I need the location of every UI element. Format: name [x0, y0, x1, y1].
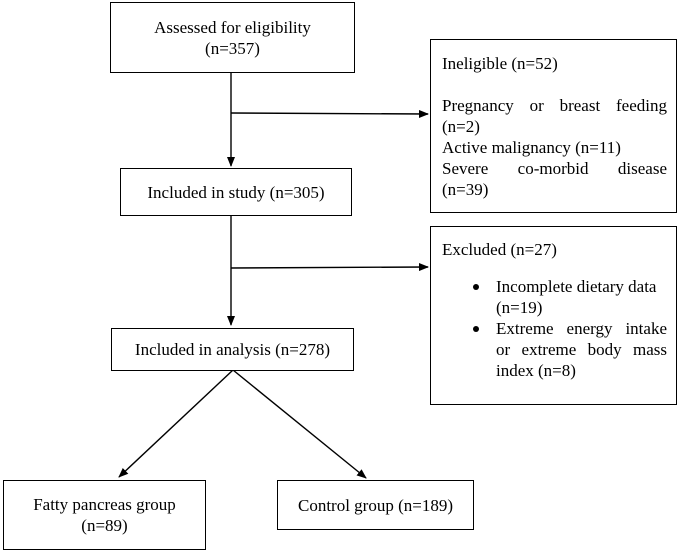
ineligible-line: Pregnancy or breast feeding: [442, 96, 667, 115]
control-box: Control group (n=189): [277, 480, 474, 530]
included-study-box: Included in study (n=305): [120, 168, 352, 216]
assessed-count: (n=357): [205, 38, 260, 58]
arrow-analysis-to-control: [232, 369, 367, 479]
ineligible-box: Ineligible (n=52) Pregnancy or breast fe…: [430, 39, 677, 213]
excluded-item: Extreme energy intake or extreme body ma…: [442, 318, 667, 381]
ineligible-line: Active malignancy (n=11): [442, 138, 621, 157]
excluded-box: Excluded (n=27) Incomplete dietary data …: [430, 226, 677, 405]
fatty-count: (n=89): [81, 516, 128, 535]
fatty-title: Fatty pancreas group: [33, 495, 176, 514]
included-analysis-label: Included in analysis (n=278): [134, 340, 331, 359]
control-label: Control group (n=189): [297, 495, 454, 515]
ineligible-title: Ineligible (n=52): [442, 54, 558, 73]
assessed-title: Assessed for eligibility: [154, 17, 311, 37]
arrow-to-ineligible: [230, 109, 429, 118]
arrow-analysis-to-fatty: [118, 369, 234, 478]
included-analysis-box: Included in analysis (n=278): [111, 328, 354, 371]
excluded-title: Excluded (n=27): [442, 240, 557, 259]
ineligible-line: (n=2): [442, 117, 480, 136]
included-study-label: Included in study (n=305): [147, 182, 325, 202]
excluded-list: Incomplete dietary data (n=19) Extreme e…: [442, 276, 667, 381]
fatty-pancreas-box: Fatty pancreas group (n=89): [3, 480, 206, 550]
arrow-to-excluded: [230, 263, 429, 272]
assessed-box: Assessed for eligibility (n=357): [110, 2, 355, 73]
ineligible-line: Severe co-morbid disease: [442, 159, 667, 178]
excluded-item: Incomplete dietary data (n=19): [442, 276, 667, 318]
ineligible-line: (n=39): [442, 180, 489, 199]
